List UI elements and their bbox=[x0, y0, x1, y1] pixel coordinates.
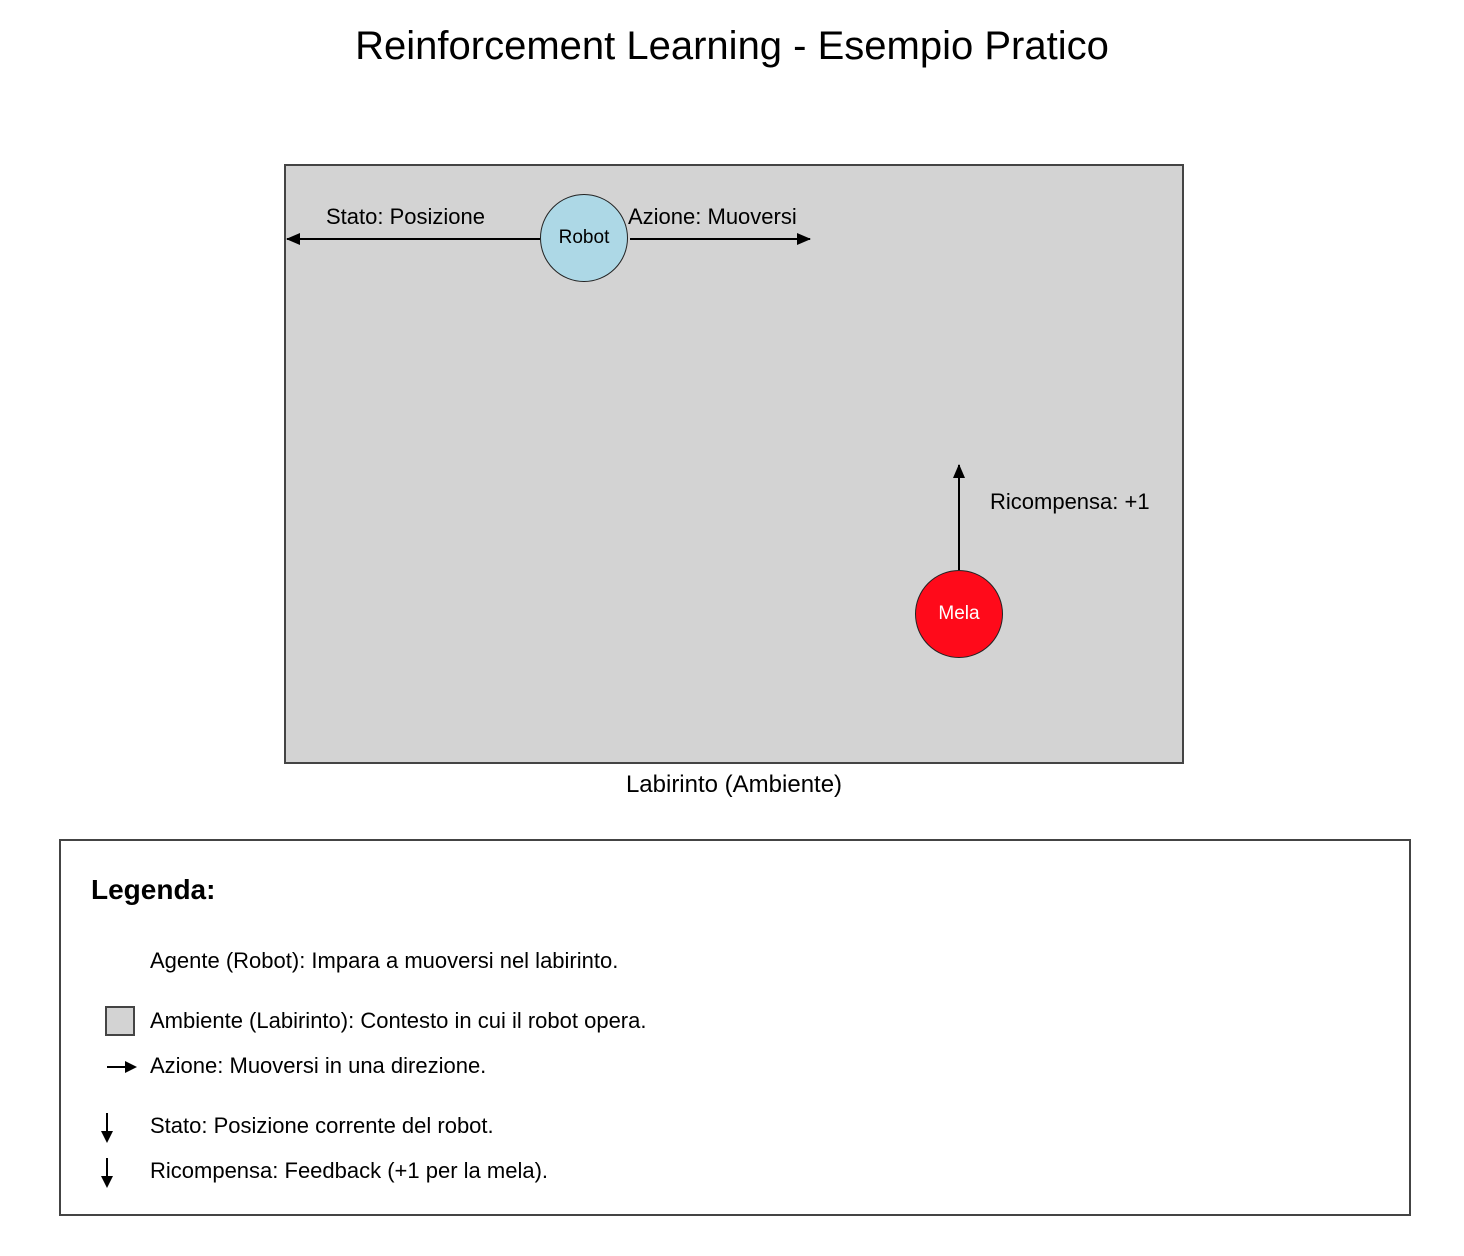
legend-box: Legenda: Agente (Robot): Impara a muover… bbox=[59, 839, 1411, 1216]
page-title: Reinforcement Learning - Esempio Pratico bbox=[355, 24, 1109, 68]
robot-label: Robot bbox=[558, 227, 610, 248]
legend-item-agent: Agente (Robot): Impara a muoversi nel la… bbox=[150, 948, 619, 973]
legend-item-environment: Ambiente (Labirinto): Contesto in cui il… bbox=[150, 1008, 647, 1033]
robot-agent: Robot bbox=[540, 194, 628, 282]
legend-item-action: Azione: Muoversi in una direzione. bbox=[150, 1053, 487, 1078]
maze-label: Labirinto (Ambiente) bbox=[625, 771, 843, 798]
state-label: Stato: Posizione bbox=[326, 204, 485, 229]
legend-title: Legenda: bbox=[91, 874, 216, 905]
arrow-down-icon bbox=[101, 1158, 113, 1188]
maze-environment bbox=[284, 164, 1184, 764]
apple-reward: Mela bbox=[915, 570, 1003, 658]
legend-item-reward: Ricompensa: Feedback (+1 per la mela). bbox=[150, 1158, 549, 1183]
gray-square-icon bbox=[105, 1006, 135, 1036]
legend-item-state: Stato: Posizione corrente del robot. bbox=[150, 1113, 494, 1138]
action-label: Azione: Muoversi bbox=[628, 204, 797, 229]
reward-label: Ricompensa: +1 bbox=[990, 489, 1150, 514]
apple-label: Mela bbox=[938, 603, 980, 624]
arrow-down-icon bbox=[101, 1113, 113, 1143]
arrow-right-icon bbox=[107, 1061, 137, 1073]
